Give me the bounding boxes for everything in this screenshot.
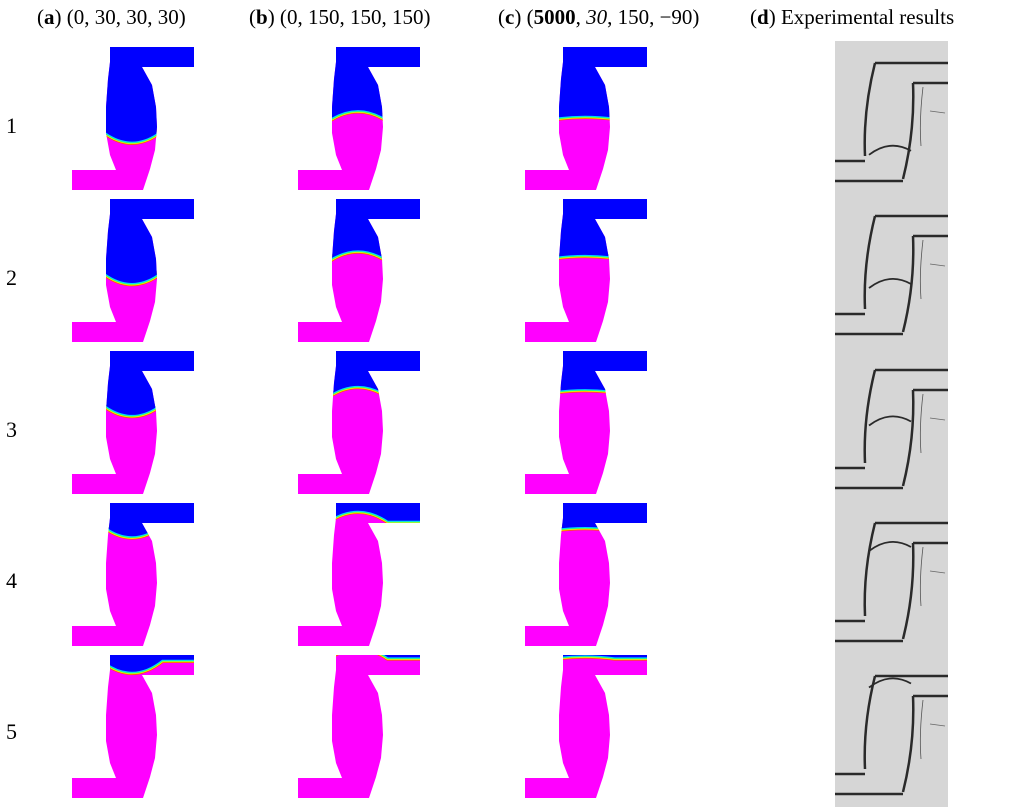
meniscus <box>868 415 912 427</box>
row-label-4: 4 <box>6 568 17 593</box>
sim-panel-a-1 <box>72 47 194 190</box>
meniscus <box>868 541 912 552</box>
sim-panel-a-2 <box>72 199 194 342</box>
column-header-b: (b) (0, 150, 150, 150) <box>249 5 431 29</box>
column-params-a: 0, 30, 30, 30 <box>73 5 179 29</box>
photo-frame-5 <box>835 674 948 796</box>
sim-panel-b-2 <box>298 199 420 342</box>
phase-top <box>525 199 647 257</box>
column-param-italic-c: 30 <box>586 5 608 29</box>
row-label-1: 1 <box>6 113 17 138</box>
experimental-photo-strip <box>835 41 948 807</box>
phase-top <box>298 47 420 121</box>
sim-panel-b-1 <box>298 47 420 190</box>
sim-panel-c-3 <box>525 351 647 494</box>
column-header-a: (a) (0, 30, 30, 30) <box>37 5 186 29</box>
column-header-d: (d) Experimental results <box>750 5 955 29</box>
sim-panel-a-4 <box>72 503 194 646</box>
row-label-2: 2 <box>6 265 17 290</box>
phase-bottom <box>298 655 420 798</box>
meniscus <box>868 677 912 689</box>
row-label-3: 3 <box>6 417 17 442</box>
phase-top <box>72 503 194 537</box>
row-label-5: 5 <box>6 719 17 744</box>
sim-panel-a-3 <box>72 351 194 494</box>
photo-frame-2 <box>835 214 948 336</box>
column-param-bold-c: 5000 <box>533 5 576 29</box>
column-params-b: 0, 150, 150, 150 <box>286 5 424 29</box>
column-letter-c: c <box>505 5 515 29</box>
sim-panel-c-1 <box>525 47 647 190</box>
phase-top <box>525 351 647 392</box>
photo-background <box>835 41 948 807</box>
meniscus <box>868 144 912 156</box>
phase-bottom <box>525 655 647 798</box>
sim-panel-b-4 <box>298 503 420 646</box>
sim-panel-b-3 <box>298 351 420 494</box>
photo-frame-4 <box>835 521 948 643</box>
column-letter-d: d <box>757 5 769 29</box>
phase-top <box>525 503 647 529</box>
meniscus <box>868 278 912 289</box>
column-letter-b: b <box>256 5 268 29</box>
column-header-c: (c) (5000, 30, 150, −90) <box>498 5 700 29</box>
phase-top <box>72 351 194 415</box>
sim-panel-b-5 <box>298 655 420 798</box>
sim-panel-c-5 <box>525 655 647 798</box>
column-letter-a: a <box>44 5 55 29</box>
sim-panel-c-4 <box>525 503 647 646</box>
sim-panel-c-2 <box>525 199 647 342</box>
phase-bottom <box>298 503 420 646</box>
column-title-d: Experimental results <box>780 5 955 29</box>
phase-top <box>298 199 420 261</box>
photo-frame-1 <box>835 61 948 183</box>
sim-panel-a-5 <box>72 655 194 798</box>
phase-top <box>72 199 194 283</box>
phase-top <box>525 47 647 118</box>
phase-top <box>72 47 194 142</box>
photo-frame-3 <box>835 368 948 490</box>
phase-bottom <box>72 655 194 798</box>
